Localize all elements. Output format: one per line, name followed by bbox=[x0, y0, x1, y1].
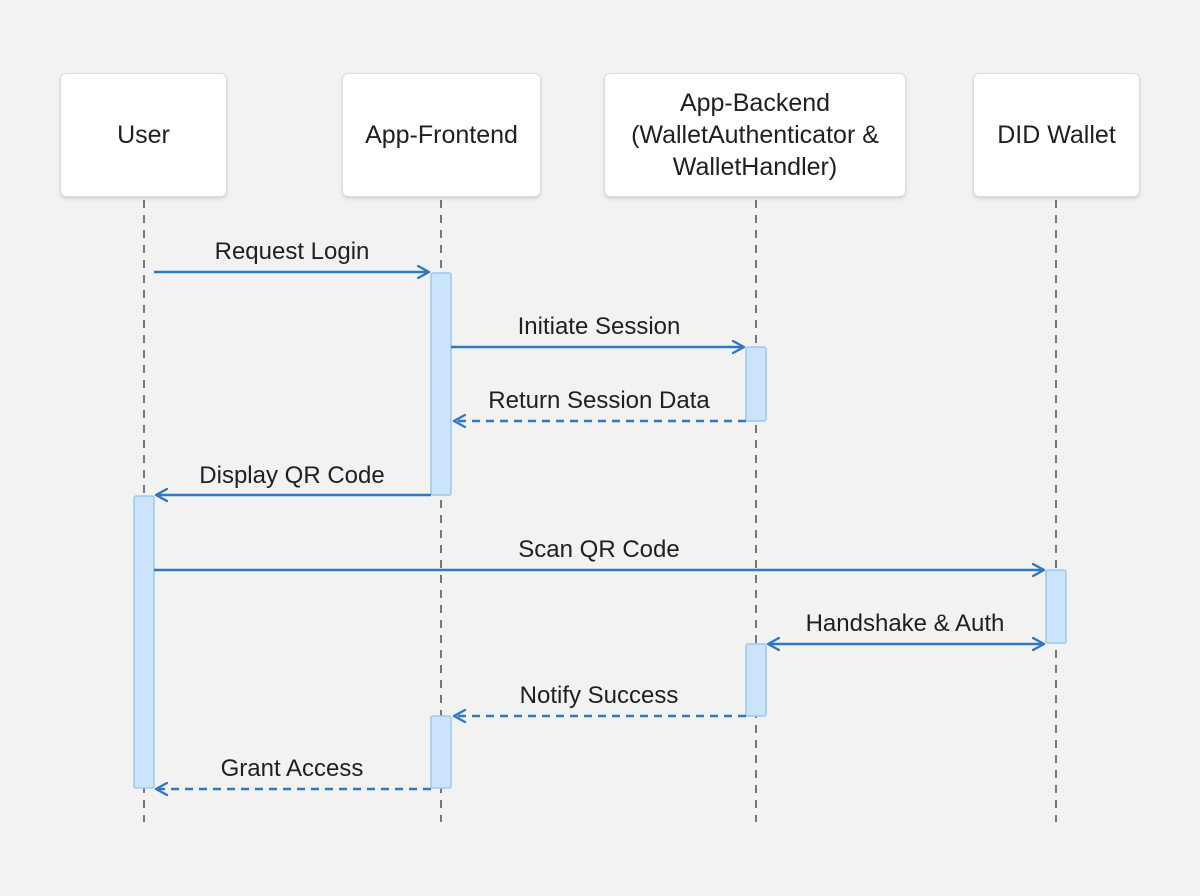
activation-backend-1 bbox=[745, 346, 767, 422]
activation-frontend-1 bbox=[430, 272, 452, 496]
actor-label-wallet: DID Wallet bbox=[997, 121, 1116, 149]
message-label-initiate-session: Initiate Session bbox=[518, 313, 681, 340]
actor-box-backend: App-Backend (WalletAuthenticator & Walle… bbox=[604, 73, 906, 197]
message-label-request-login: Request Login bbox=[215, 238, 370, 265]
actor-box-frontend: App-Frontend bbox=[342, 73, 541, 197]
actor-label-backend: App-Backend (WalletAuthenticator & Walle… bbox=[631, 89, 879, 181]
activation-frontend-2 bbox=[430, 715, 452, 789]
activation-wallet-1 bbox=[1045, 569, 1067, 644]
message-label-scan-qr-code: Scan QR Code bbox=[518, 536, 679, 563]
activation-backend-2 bbox=[745, 643, 767, 717]
message-label-handshake-auth: Handshake & Auth bbox=[806, 610, 1005, 637]
message-label-return-session-data: Return Session Data bbox=[488, 387, 710, 414]
actor-label-frontend: App-Frontend bbox=[365, 121, 518, 149]
actor-box-wallet: DID Wallet bbox=[973, 73, 1140, 197]
message-label-grant-access: Grant Access bbox=[221, 755, 364, 782]
message-label-notify-success: Notify Success bbox=[520, 682, 679, 709]
message-label-display-qr-code: Display QR Code bbox=[199, 462, 384, 489]
activation-user-1 bbox=[133, 495, 155, 789]
actor-box-user: User bbox=[60, 73, 227, 197]
actor-label-user: User bbox=[117, 121, 170, 149]
